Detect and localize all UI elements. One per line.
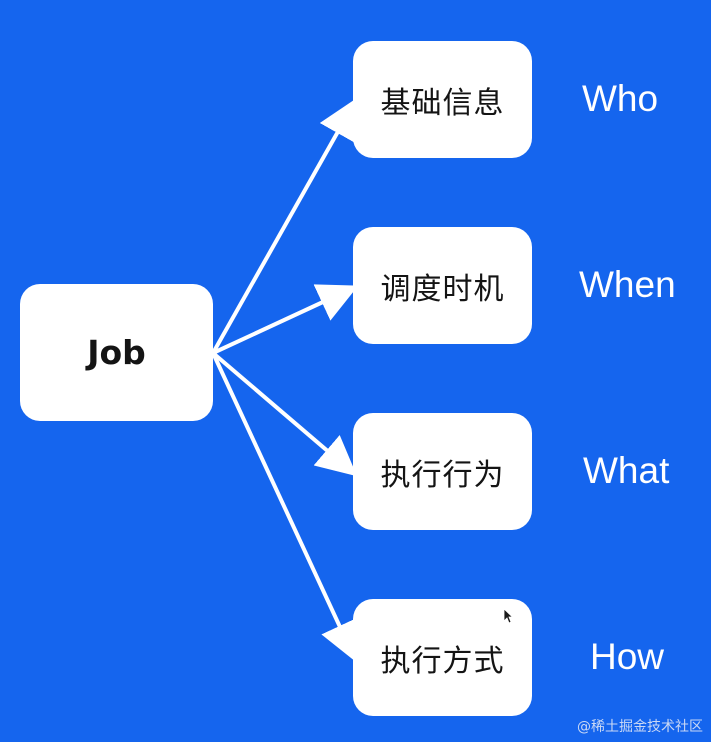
mouse-cursor-icon <box>503 608 513 624</box>
basic-info-label: 基础信息 <box>380 85 505 121</box>
execution-mode-label: 执行方式 <box>380 643 505 679</box>
job-node: Job <box>20 284 213 421</box>
job-node-label: Job <box>87 333 146 372</box>
basic-info-node: 基础信息 <box>353 41 532 158</box>
schedule-timing-label: 调度时机 <box>380 271 505 307</box>
execution-behavior-node: 执行行为 <box>353 413 532 530</box>
execution-mode-node: 执行方式 <box>353 599 532 716</box>
how-label: How <box>590 636 665 677</box>
when-label: When <box>579 264 676 305</box>
arrow-job-to-basic-info <box>211 98 357 354</box>
watermark-text: @稀土掘金技术社区 <box>577 719 703 735</box>
what-label: What <box>583 450 670 491</box>
arrow-job-to-execution-mode <box>211 352 358 663</box>
schedule-timing-node: 调度时机 <box>353 227 532 344</box>
arrow-job-to-schedule-timing <box>212 284 359 355</box>
execution-behavior-label: 执行行为 <box>380 457 505 493</box>
who-label: Who <box>582 78 659 119</box>
arrow-job-to-execution-behavior <box>211 351 358 477</box>
